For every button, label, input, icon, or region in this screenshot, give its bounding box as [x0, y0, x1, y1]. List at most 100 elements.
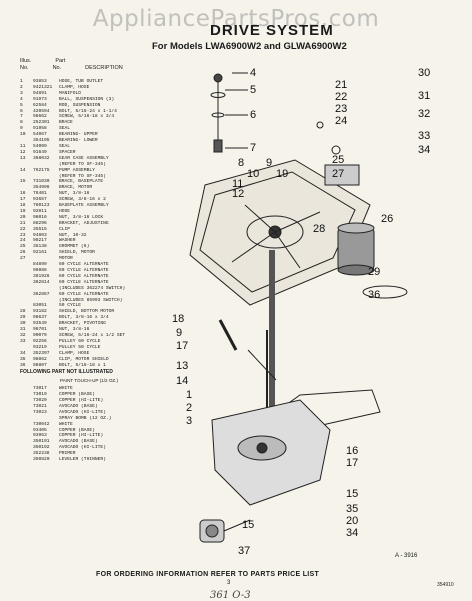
illus-number: 34 — [20, 350, 26, 356]
part-number: 94891 — [33, 90, 47, 96]
callout-29: 29 — [368, 266, 380, 278]
illus-number: 26 — [20, 250, 26, 256]
callout-2: 2 — [186, 402, 192, 414]
illus-number: 11 — [20, 143, 26, 149]
part-number: 93853 — [33, 79, 47, 84]
part-number: 88296 — [33, 220, 47, 226]
part-number: 73017 — [33, 386, 47, 392]
table-row: 352238 PRIMER — [20, 451, 170, 457]
callout-10: 10 — [247, 168, 259, 180]
page-title: DRIVE SYSTEM — [210, 22, 334, 39]
callout-28: 28 — [313, 223, 325, 235]
illus-number: 20 — [20, 214, 26, 220]
part-number: 352238 — [33, 451, 50, 457]
part-number: 368032 — [33, 155, 50, 161]
illus-number: 2 — [20, 84, 23, 90]
illus-number: 10 — [20, 132, 26, 138]
part-description: BASEPLATE ASSEMBLY — [59, 203, 109, 209]
part-number: 73019 — [33, 392, 47, 398]
part-description: NUT, 3/8-16 LOCK — [59, 214, 104, 220]
handwritten-note: 361 O-3 — [210, 590, 251, 601]
part-number: 62584 — [33, 102, 47, 108]
table-row: 93953 COPPER (HI-LITE) — [20, 433, 170, 439]
part-number: 93549 — [33, 321, 47, 327]
ordering-footer: FOR ORDERING INFORMATION REFER TO PARTS … — [96, 571, 320, 578]
callout-5: 5 — [250, 84, 256, 96]
part-description: BALL, SUSPENSION (3) — [59, 96, 115, 102]
part-number: 54067 — [33, 132, 47, 138]
part-description: AVOCADO (BASE) — [59, 439, 98, 445]
header-description: DESCRIPTION — [85, 65, 123, 71]
callout-22: 22 — [335, 91, 347, 103]
part-description: BRACE, MOTOR — [59, 185, 93, 191]
part-number: 362814 — [33, 279, 50, 285]
table-row: (INCLUDES 85993 SWITCH) — [20, 298, 170, 304]
table-row: 350820 LEVELER (THINNER) — [20, 457, 170, 463]
part-description: MANIFOLD — [59, 90, 82, 96]
callout-7: 7 — [250, 142, 256, 154]
part-description: PULLEY 50 CYCLE — [59, 344, 101, 350]
header-part: Part — [55, 58, 66, 64]
part-description: GEAR CASE ASSEMBLY — [59, 155, 109, 161]
illus-number: 23 — [20, 232, 26, 238]
part-number: 93953 — [33, 433, 47, 439]
part-number: 350820 — [33, 457, 50, 463]
callout-9b: 9 — [176, 327, 182, 339]
part-description: MOTOR — [59, 256, 73, 262]
callout-27: 27 — [332, 168, 344, 180]
callout-9: 9 — [266, 157, 272, 169]
part-description: COPPER (HI-LITE) — [59, 433, 104, 439]
callout-17: 17 — [176, 340, 188, 352]
callout-3: 3 — [186, 415, 192, 427]
part-description: SCREW, 3/8-16 x 2 — [59, 197, 106, 203]
illus-number: 17 — [20, 197, 26, 203]
part-description: SEAL — [59, 143, 71, 149]
part-number: 350192 — [33, 445, 50, 451]
callout-15: 15 — [346, 488, 358, 500]
part-number: 98807 — [33, 362, 47, 368]
part-description: (INCLUDES 362274 SWITCH) — [59, 285, 126, 291]
illus-number: 3 — [20, 90, 23, 96]
part-number: 93182 — [33, 309, 47, 315]
page-number: 3 — [227, 580, 231, 586]
callout-12: 12 — [232, 188, 244, 200]
callout-37: 37 — [238, 545, 250, 557]
part-number: 760123 — [33, 203, 50, 209]
part-number: 73023 — [33, 409, 47, 415]
illus-number: 36 — [20, 362, 26, 368]
callout-21: 21 — [335, 79, 347, 91]
part-number: 73021 — [33, 403, 47, 409]
illus-number: 21 — [20, 220, 26, 226]
part-description: 60 CYCLE ALTERNATE — [59, 273, 109, 279]
manifold-ring — [210, 92, 226, 98]
part-description: SCREW, 5/16-18 x 3/4 — [59, 114, 115, 120]
part-description: GROMMET (6) — [59, 244, 90, 250]
part-number: 731030 — [33, 179, 50, 185]
callout-24: 24 — [335, 115, 347, 127]
illus-number: 12 — [20, 149, 26, 155]
part-description: LEVELER (THINNER) — [59, 457, 106, 463]
part-description: COPPER (BASE) — [59, 392, 95, 398]
part-description: PRIMER — [59, 451, 76, 457]
